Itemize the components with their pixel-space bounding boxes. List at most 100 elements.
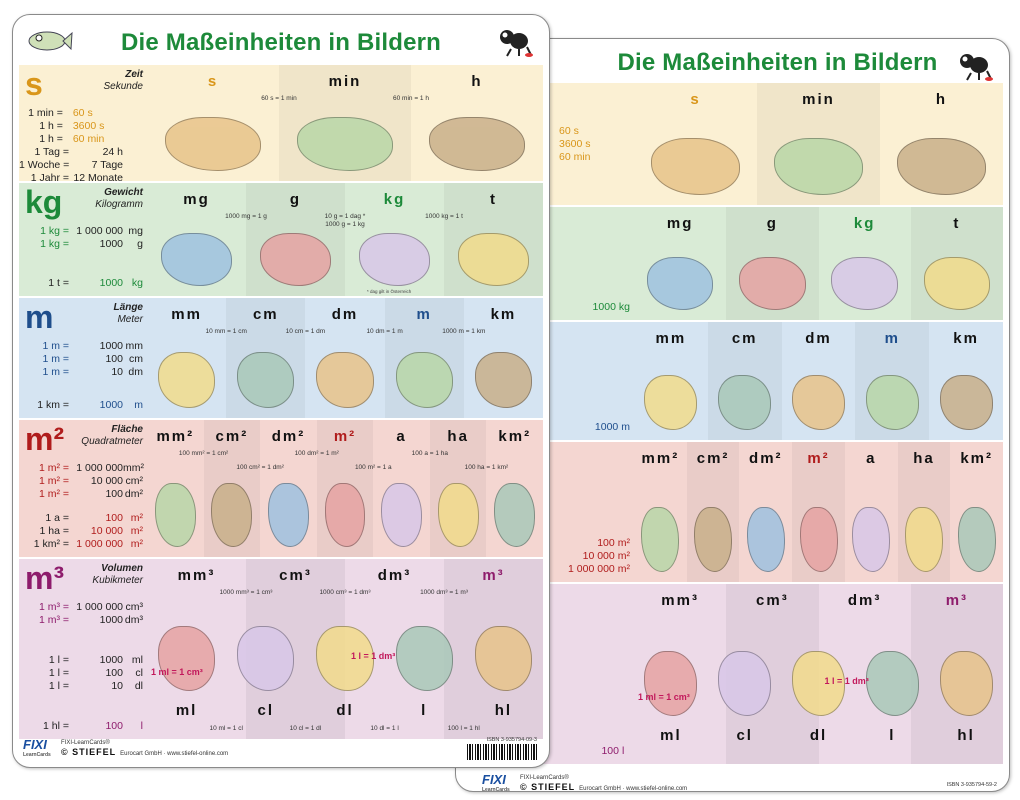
brand-sub: LearnCards [23, 752, 51, 758]
equation-lhs: 1 m = [42, 340, 69, 352]
illustration [358, 233, 431, 286]
unit-column-min: min [279, 65, 411, 181]
illustration [865, 651, 919, 716]
equation-value: 60 min [72, 133, 105, 145]
equation-lhs: 1 h = [39, 133, 63, 145]
conversion-label: 10 mm = 1 cm [205, 328, 247, 335]
card-title: Die Maßeinheiten in Bildern [617, 49, 938, 76]
conversion-label: 10 cl = 1 dl [289, 725, 322, 732]
equation-unit [123, 159, 143, 172]
unit-column-mm: mm [634, 322, 708, 440]
equation-lhs: 1 kg = [40, 238, 69, 250]
unit-label: t [490, 191, 497, 208]
quantity-name: Zeit [125, 69, 143, 80]
unit-label: cm² [696, 450, 730, 467]
equation-lhs: 1 Woche = [19, 159, 70, 171]
equation-value: 10 [111, 366, 123, 378]
unit-label: dl [336, 702, 354, 719]
unit-column-dl: dl [782, 584, 856, 764]
unit-column-s: s [147, 65, 279, 181]
illustration [437, 483, 479, 547]
unit-column-t: t [444, 183, 543, 296]
illustration [154, 483, 196, 547]
unit-label: ml [660, 727, 682, 744]
unit-column-hl: hl [464, 559, 543, 739]
unit-label: m² [807, 450, 830, 467]
unit-column-dm: dm [782, 322, 856, 440]
unit-label: mm² [641, 450, 680, 467]
equation-unit: g [137, 238, 143, 250]
quantity-name: Länge [113, 302, 143, 313]
equation-unit: m² [617, 550, 630, 562]
publisher-name: © STIEFEL [520, 782, 576, 792]
equation-unit: kg [131, 277, 143, 289]
equation-value: 100 [601, 745, 619, 757]
equation-lhs: 1 l = [48, 667, 69, 679]
unit-name: Meter [117, 314, 143, 325]
unit-label: ml [175, 702, 198, 719]
unit-column-cm²: cm² [203, 420, 261, 557]
unit-label: cm² [215, 428, 249, 445]
unit-label: h [471, 73, 483, 90]
conversion-label: 1000 cm³ = 1 dm³ [319, 589, 371, 596]
brand-sub: LearnCards [482, 787, 510, 792]
unit-label: m³ [482, 567, 505, 584]
conversion-label: 60 min = 1 h [393, 95, 429, 102]
equation-row: 1 min =60 s [19, 107, 143, 120]
equation-value: 60 s [559, 125, 579, 137]
unit-column-h: h [411, 65, 543, 181]
illustration [268, 483, 309, 547]
illustration [799, 507, 838, 572]
equation-value: 1 000 000 [76, 601, 123, 613]
unit-label: l [421, 702, 428, 719]
equation-unit: cm³ [125, 601, 144, 613]
unit-column-kg: kg [819, 207, 911, 320]
conversion-label: 10 dl = 1 l [370, 725, 399, 732]
unit-label: l [889, 727, 896, 744]
equation-lhs: 1 km² = [33, 538, 69, 550]
illustration [718, 375, 772, 430]
unit-column-dm: dm [305, 298, 384, 418]
unit-column-m²: m² [792, 442, 845, 582]
unit-label: mm [171, 306, 202, 323]
illustration [259, 233, 332, 286]
unit-label: m³ [945, 592, 969, 609]
conversion-label: 100 dm² = 1 m² [294, 450, 339, 457]
equation-lhs: 1 km = [37, 399, 69, 411]
publisher-details: Eurocart GmbH · www.stiefel-online.com [579, 786, 688, 792]
unit-column-cm²: cm² [686, 442, 740, 582]
equation-unit [619, 125, 630, 138]
equation-unit [619, 151, 630, 164]
conversion-label: 100 ha = 1 km² [464, 464, 509, 471]
equation-unit: cm² [125, 475, 144, 487]
equation-unit [123, 146, 143, 159]
equation-value: 12 Monate [73, 172, 123, 183]
